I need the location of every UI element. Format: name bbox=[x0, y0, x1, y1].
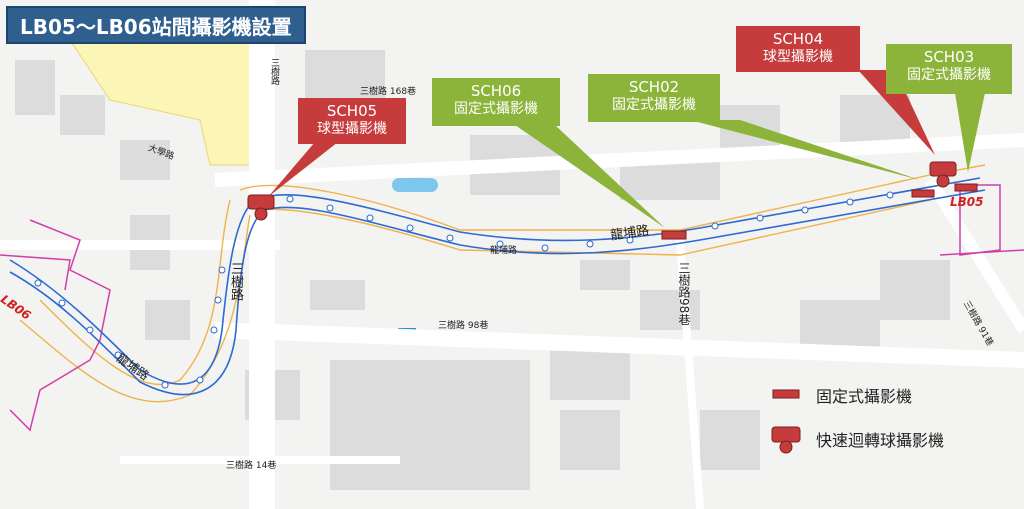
callout-sch03: SCH03 固定式攝影機 bbox=[886, 44, 1012, 94]
track bbox=[9, 177, 986, 396]
callout-sch02-code: SCH02 bbox=[628, 78, 680, 96]
road-label-sanshu-v: 三樹路 bbox=[269, 58, 279, 85]
callout-pointers bbox=[268, 70, 985, 228]
road-label-longpu2: 龍埔路 bbox=[490, 246, 518, 256]
dome-camera-sch04[interactable] bbox=[929, 161, 957, 188]
pond bbox=[392, 178, 438, 192]
callout-sch06-type: 固定式攝影機 bbox=[454, 101, 538, 117]
construction-boundary bbox=[19, 164, 986, 403]
callout-sch03-code: SCH03 bbox=[923, 48, 975, 66]
legend-fixed-camera-icon bbox=[772, 389, 800, 399]
fixed-camera-sch03[interactable] bbox=[954, 183, 978, 192]
road-label-sanshu: 三樹路 bbox=[228, 262, 243, 301]
dome-camera-sch05[interactable] bbox=[247, 194, 275, 221]
callout-sch05-type: 球型攝影機 bbox=[317, 121, 387, 137]
callout-sch06: SCH06 固定式攝影機 bbox=[432, 78, 560, 126]
map-title: LB05～LB06站間攝影機設置 bbox=[6, 6, 306, 44]
track-markers bbox=[34, 191, 894, 389]
road-label-sanshu98: 三樹路98巷 bbox=[677, 262, 691, 326]
callout-sch04: SCH04 球型攝影機 bbox=[736, 26, 860, 72]
road-label-sanshu98b: 三樹路 98巷 bbox=[438, 321, 489, 331]
legend-dome-camera-icon bbox=[771, 426, 801, 454]
fixed-camera-sch02[interactable] bbox=[911, 189, 935, 198]
legend: 固定式攝影機 快速迴轉球攝影機 bbox=[770, 378, 1010, 468]
callout-sch03-type: 固定式攝影機 bbox=[907, 67, 991, 83]
legend-row-dome: 快速迴轉球攝影機 bbox=[804, 424, 944, 454]
callout-sch02: SCH02 固定式攝影機 bbox=[588, 74, 720, 122]
legend-fixed-label: 固定式攝影機 bbox=[816, 387, 913, 406]
station-label-lb05: LB05 bbox=[950, 195, 984, 209]
callout-sch05-code: SCH05 bbox=[326, 102, 378, 120]
callout-sch05: SCH05 球型攝影機 bbox=[298, 98, 406, 144]
callout-sch06-code: SCH06 bbox=[470, 82, 522, 100]
road-label-sanshu14: 三樹路 14巷 bbox=[226, 461, 277, 471]
callout-sch04-code: SCH04 bbox=[772, 30, 824, 48]
road-label-sanshu168: 三樹路 168巷 bbox=[360, 87, 417, 97]
legend-row-fixed: 固定式攝影機 bbox=[804, 380, 912, 410]
callout-sch02-type: 固定式攝影機 bbox=[612, 97, 696, 113]
station-outline bbox=[0, 184, 1024, 432]
callout-sch04-type: 球型攝影機 bbox=[763, 49, 833, 65]
fixed-camera-sch06[interactable] bbox=[661, 230, 687, 240]
legend-dome-label: 快速迴轉球攝影機 bbox=[816, 431, 945, 450]
